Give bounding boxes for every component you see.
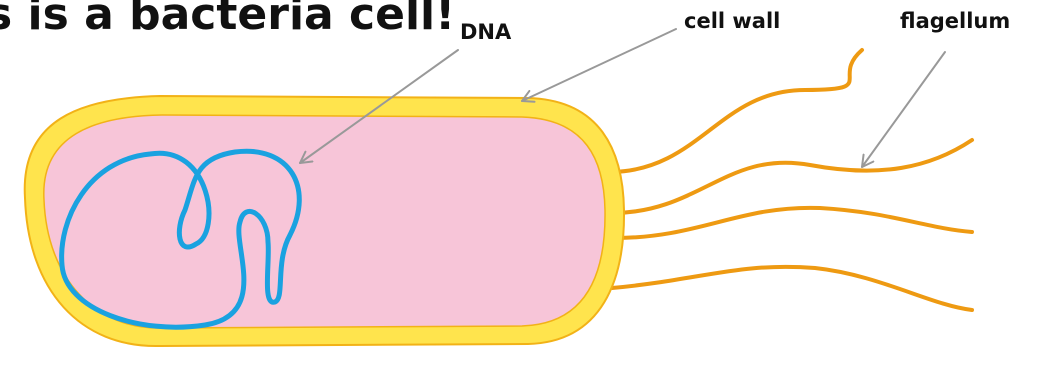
flagellum-1 [612, 50, 862, 172]
cell-wall-pointer-arrow [522, 29, 676, 101]
flagellum-pointer-arrow [862, 52, 945, 167]
flagellum-2 [614, 140, 972, 213]
flagellum-3 [615, 208, 972, 238]
cytoplasm [44, 115, 605, 328]
flagellum-4 [612, 267, 972, 310]
